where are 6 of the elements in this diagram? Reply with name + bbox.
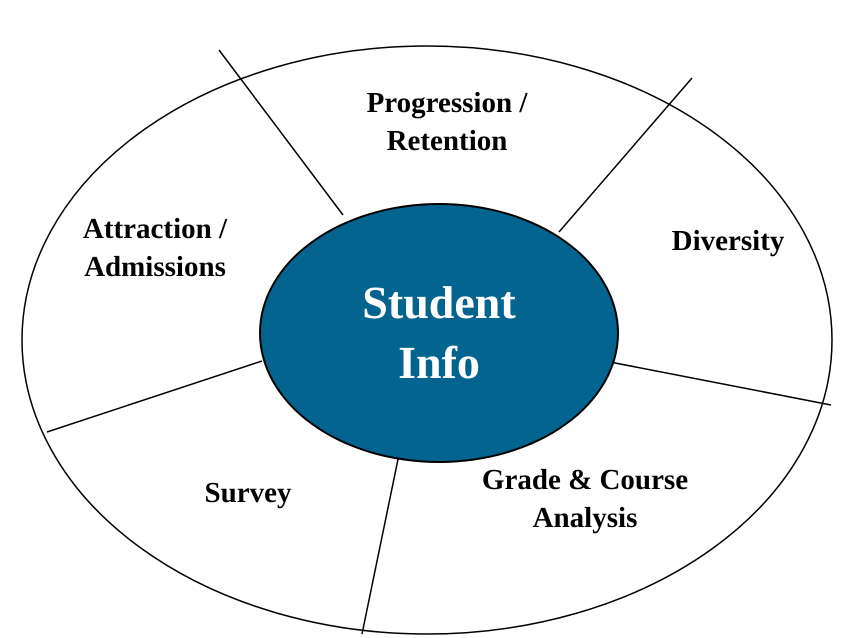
segment-label: Diversity (638, 222, 818, 260)
segment-label: Attraction / Admissions (45, 210, 265, 286)
segment-label: Grade & Course Analysis (445, 461, 725, 537)
center-label: Student Info (361, 276, 517, 390)
segment-label: Progression / Retention (317, 84, 577, 160)
segment-label: Survey (163, 474, 333, 512)
